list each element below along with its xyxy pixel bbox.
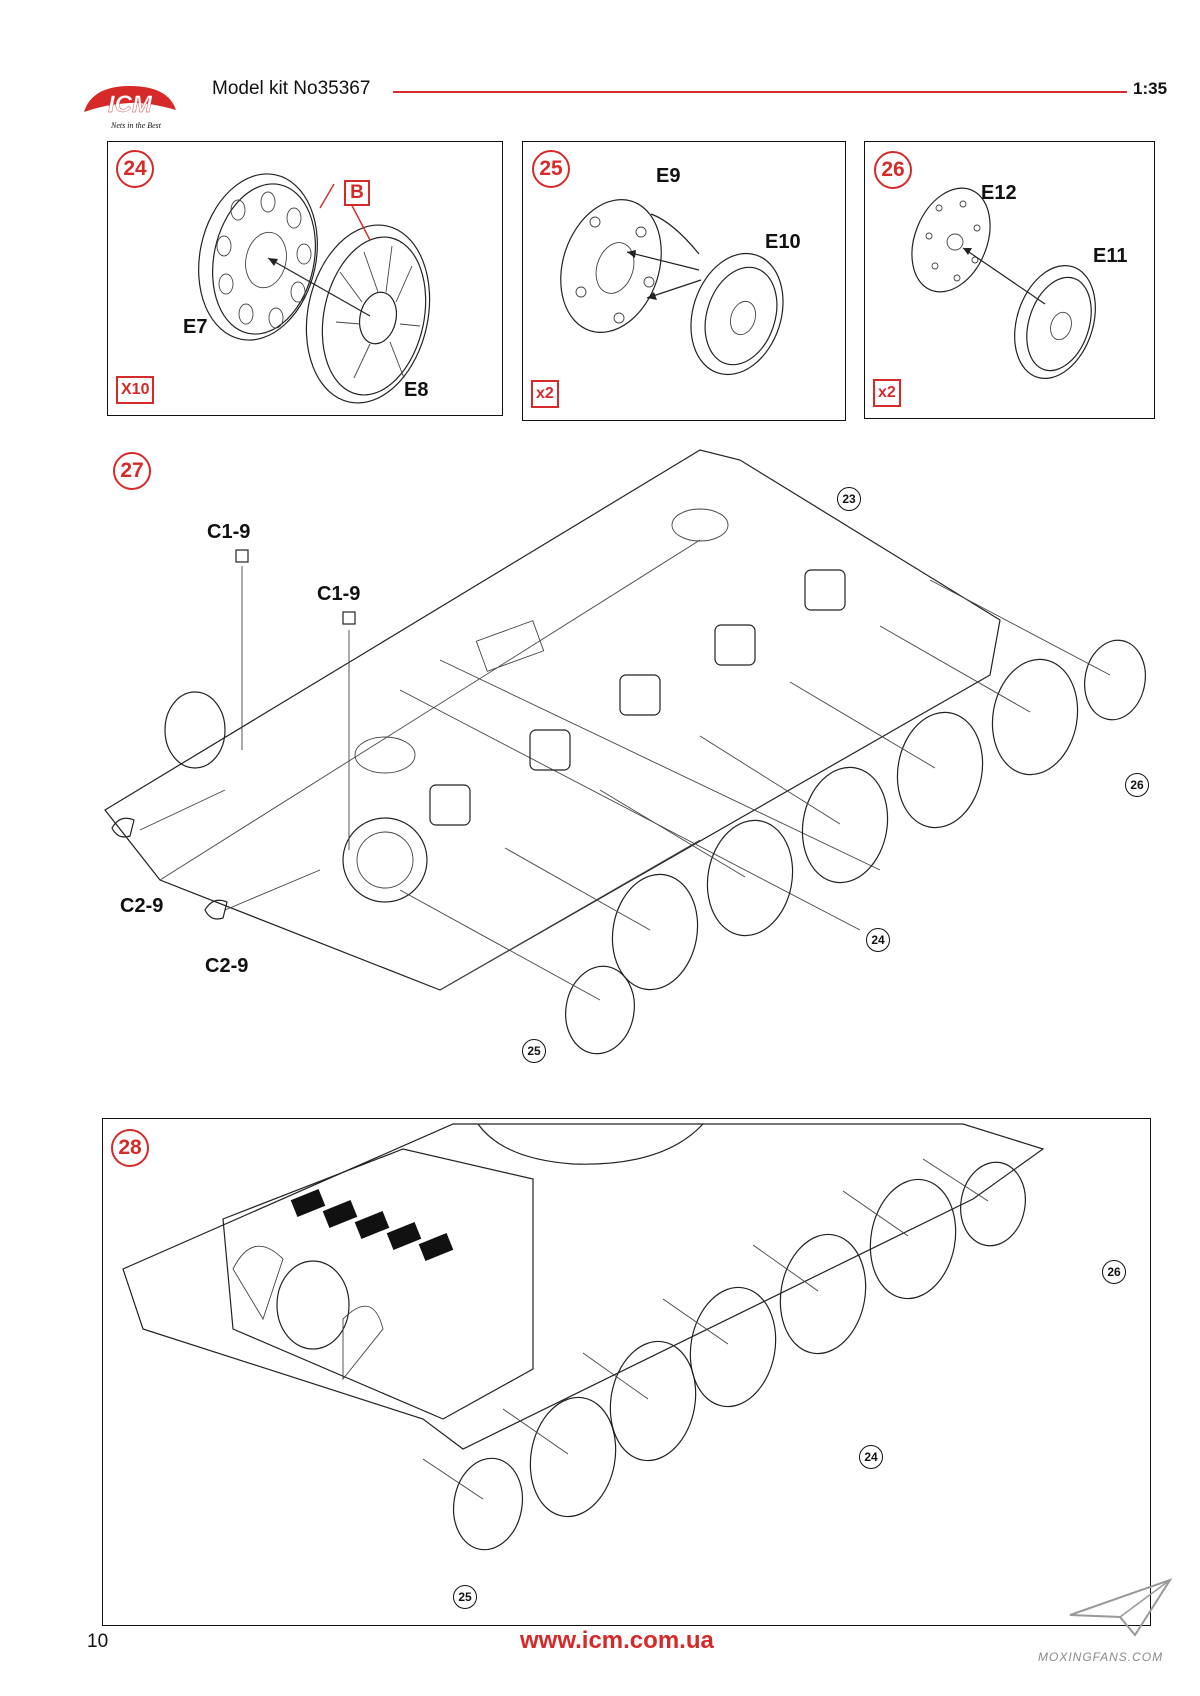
quantity-badge: x2 (531, 380, 559, 408)
ref-step-24: 24 (866, 928, 890, 952)
part-label-e12: E12 (981, 182, 1017, 204)
kit-title: Model kit No35367 (212, 78, 371, 99)
part-label-e7: E7 (183, 316, 208, 338)
part-label-e8: E8 (404, 379, 429, 401)
quantity-badge: X10 (116, 376, 155, 404)
ref-step-25: 25 (453, 1585, 477, 1609)
step-27-badge: 27 (113, 452, 151, 490)
step-24-panel: 24 B E7 E8 X10 (107, 141, 503, 416)
part-label-e11: E11 (1093, 245, 1128, 267)
idler-wheel-illustration (560, 199, 784, 376)
step-26-panel: 26 E12 E11 x2 (864, 141, 1155, 419)
ref-step-26: 26 (1102, 1260, 1126, 1284)
ref-step-25: 25 (522, 1039, 546, 1063)
header-rule (393, 91, 1127, 93)
ref-step-23: 23 (837, 487, 861, 511)
part-label-c2-9: C2-9 (205, 955, 249, 977)
step-25-panel: 25 E9 E10 x2 (522, 141, 846, 421)
step-25-badge: 25 (532, 150, 570, 188)
part-label-e9: E9 (656, 165, 681, 187)
part-label-c2-9: C2-9 (120, 895, 164, 917)
drive-wheel-illustration (911, 187, 1096, 379)
icm-logo: ICM Nets in the Best (78, 80, 182, 132)
quantity-badge: x2 (873, 379, 901, 407)
step-24-badge: 24 (116, 150, 154, 188)
step-28-panel: 28 26 24 25 (102, 1118, 1151, 1626)
paint-code-badge: B (344, 180, 370, 206)
page-number: 10 (87, 1631, 109, 1652)
logo-text: ICM (108, 91, 153, 118)
scale-label: 1:35 (1133, 79, 1168, 98)
part-label-c1-9: C1-9 (317, 583, 361, 605)
part-label-e10: E10 (765, 231, 801, 253)
website-link[interactable]: www.icm.com.ua (520, 1627, 714, 1654)
step-26-badge: 26 (874, 151, 912, 189)
hull-bottom-illustration (104, 449, 1146, 1055)
ref-step-24: 24 (859, 1445, 883, 1469)
step-27-area: 27 C1-9 C1-9 C2-9 C2-9 23 26 24 25 (0, 430, 1200, 1080)
ref-step-26: 26 (1125, 773, 1149, 797)
watermark: MOXINGFANS.COM (1038, 1650, 1164, 1664)
hull-side-illustration (122, 1123, 1045, 1551)
part-label-c1-9: C1-9 (207, 521, 251, 543)
paper-plane-icon (1065, 1575, 1175, 1645)
step-28-badge: 28 (111, 1129, 149, 1167)
logo-tagline: Nets in the Best (110, 121, 162, 130)
road-wheel-illustration (198, 173, 431, 404)
